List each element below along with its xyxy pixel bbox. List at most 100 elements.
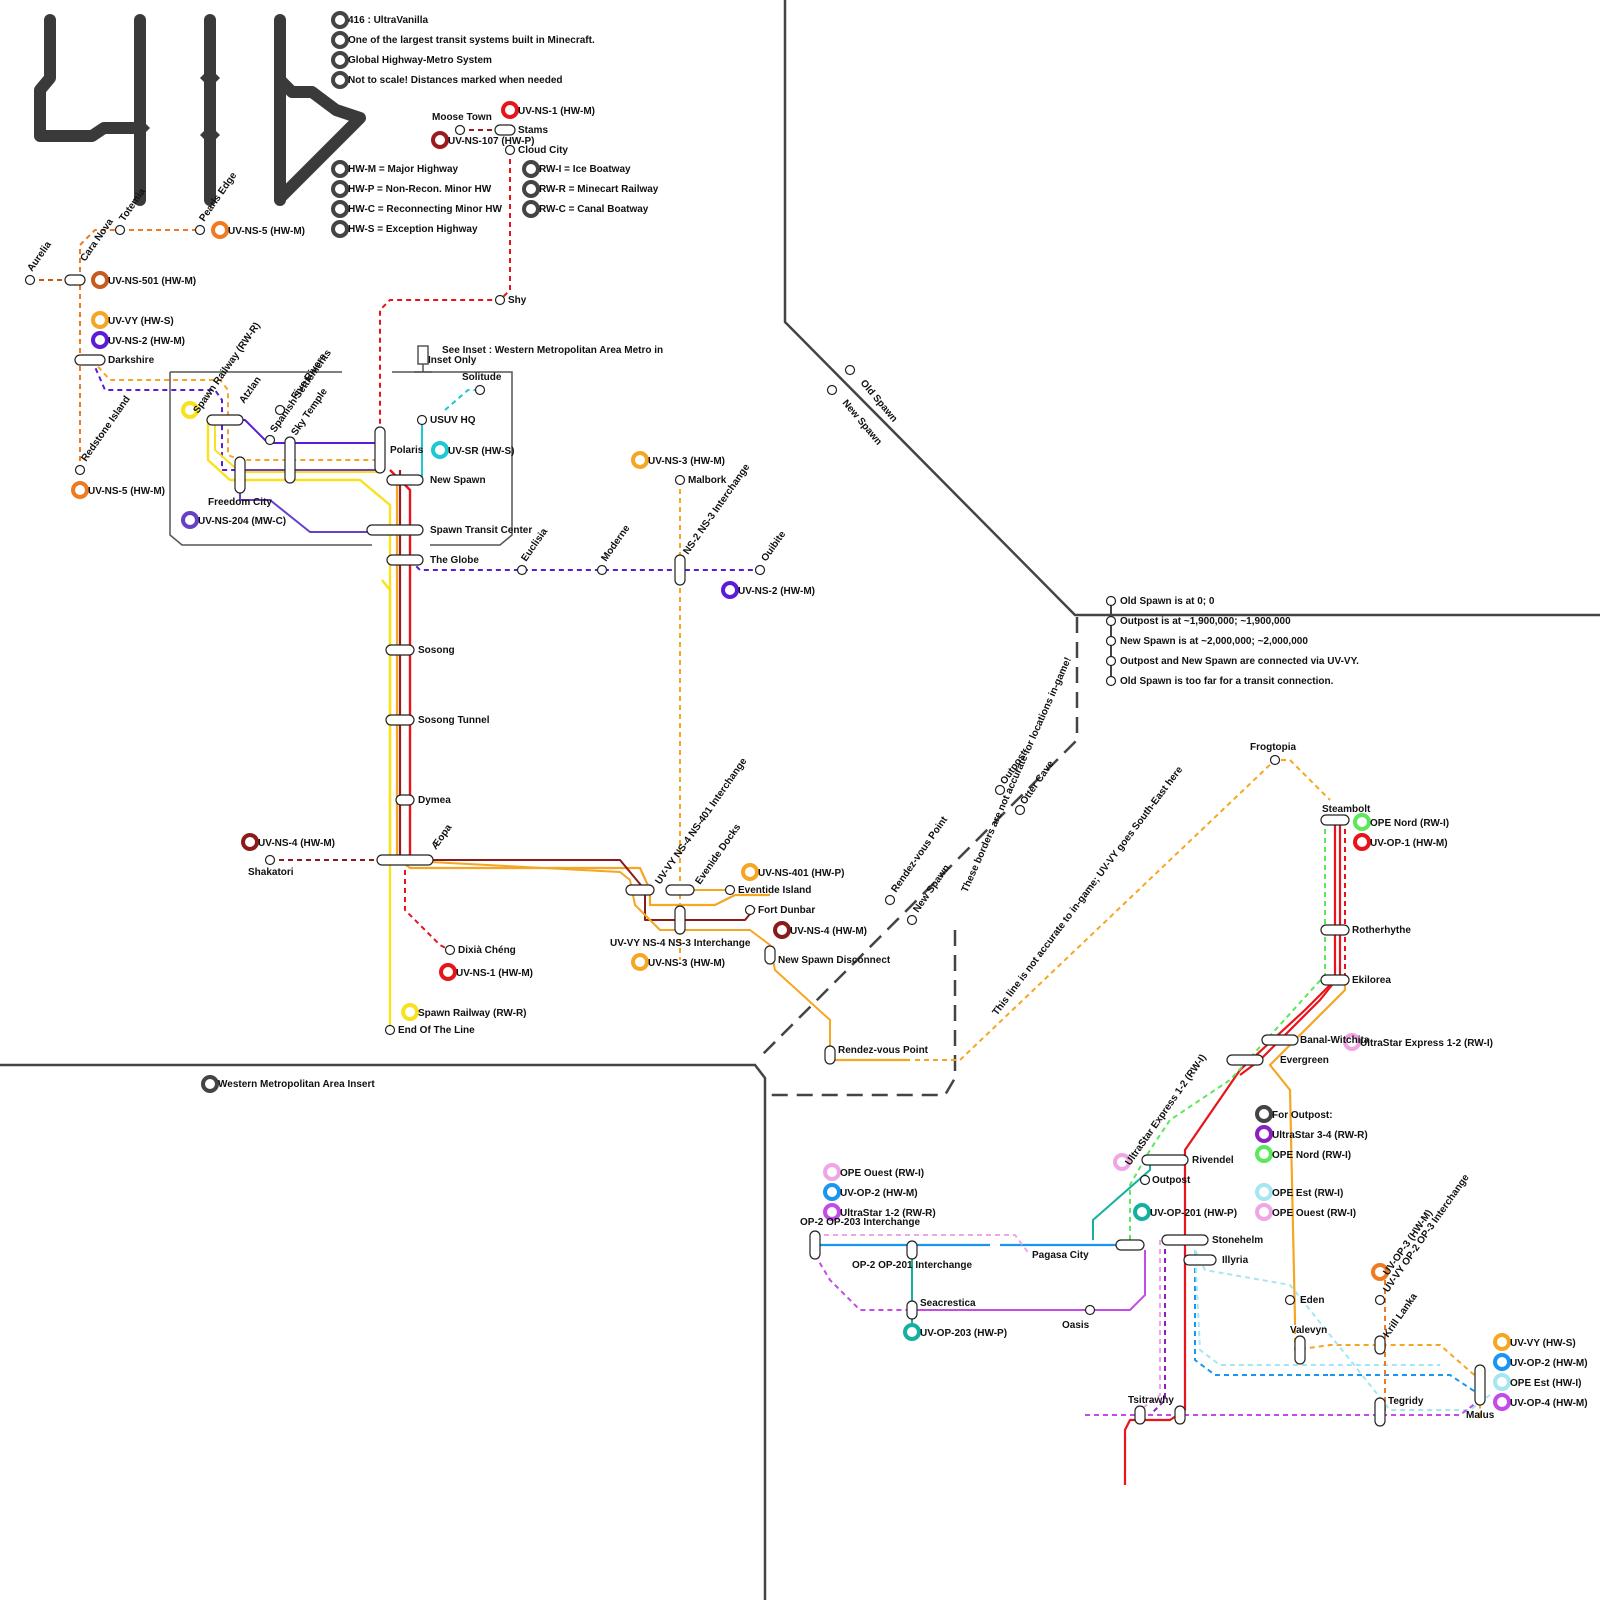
station-dot bbox=[196, 226, 205, 235]
station-pill bbox=[810, 1231, 820, 1259]
line-ope-est-b bbox=[1195, 1250, 1490, 1410]
note-bullet bbox=[333, 33, 347, 47]
route-marker bbox=[93, 273, 107, 287]
station-label: Totemia bbox=[117, 186, 148, 223]
route-marker bbox=[1135, 1205, 1149, 1219]
line-op2-east bbox=[1195, 1250, 1330, 1375]
station-dot bbox=[1376, 1296, 1385, 1305]
note-dot bbox=[1107, 677, 1116, 686]
station-dot bbox=[446, 946, 455, 955]
station-pill bbox=[1227, 1055, 1263, 1065]
route-marker bbox=[723, 583, 737, 597]
legend-bullet bbox=[333, 182, 347, 196]
route-marker-label: OPE Ouest (RW-I) bbox=[1272, 1208, 1356, 1219]
route-marker-label: UV-NS-3 (HW-M) bbox=[648, 456, 725, 467]
route-marker bbox=[1355, 815, 1369, 829]
station-dot bbox=[676, 476, 685, 485]
station-pill bbox=[65, 275, 85, 285]
station-pill bbox=[386, 645, 414, 655]
coordinate-note: Outpost and New Spawn are connected via … bbox=[1120, 656, 1359, 667]
route-marker-label: UV-NS-501 (HW-M) bbox=[108, 276, 196, 287]
station-label: Dixià Chéng bbox=[458, 945, 516, 956]
inset-label: Western Metropolitan Area Insert bbox=[218, 1079, 375, 1090]
route-marker bbox=[1355, 835, 1369, 849]
route-marker bbox=[93, 333, 107, 347]
route-marker bbox=[1495, 1395, 1509, 1409]
route-marker bbox=[825, 1185, 839, 1199]
station-label: Pearls Edge bbox=[197, 170, 239, 224]
station-pill bbox=[387, 555, 423, 565]
border-note: These borders are not accurate for locat… bbox=[960, 656, 1074, 895]
station-pill bbox=[386, 715, 414, 725]
station-label: Moderne bbox=[599, 523, 632, 564]
route-marker-label: UV-VY (HW-S) bbox=[1510, 1338, 1576, 1349]
line-railway-west bbox=[208, 420, 390, 1030]
station-label: Spawn Transit Center bbox=[430, 525, 532, 536]
line-ultrastar-exp bbox=[1140, 1240, 1160, 1410]
station-label: Eventide Island bbox=[738, 885, 811, 896]
route-marker-label: UltraStar 1-2 (RW-R) bbox=[840, 1208, 936, 1219]
station-pill bbox=[675, 555, 685, 585]
route-marker bbox=[633, 955, 647, 969]
title-note: Not to scale! Distances marked when need… bbox=[348, 75, 563, 86]
station-pill bbox=[396, 795, 414, 805]
route-marker-label: UV-NS-401 (HW-P) bbox=[758, 868, 844, 879]
station-dot bbox=[1286, 1296, 1295, 1305]
station-pill bbox=[367, 525, 423, 535]
station-dot bbox=[828, 386, 837, 395]
route-marker bbox=[633, 453, 647, 467]
route-marker-label: UV-NS-3 (HW-M) bbox=[648, 958, 725, 969]
legend-bullet bbox=[524, 182, 538, 196]
logo-416 bbox=[40, 20, 360, 200]
station-label: New Spawn bbox=[430, 475, 486, 486]
station-dot bbox=[518, 566, 527, 575]
station-pill bbox=[765, 946, 775, 964]
route-marker-label: UV-OP-2 (HW-M) bbox=[840, 1188, 918, 1199]
station-pill bbox=[825, 1046, 835, 1064]
note-dot bbox=[1107, 617, 1116, 626]
route-marker-label: UV-NS-1 (HW-M) bbox=[456, 968, 533, 979]
station-pill bbox=[1375, 1398, 1385, 1426]
route-marker-label: UV-NS-4 (HW-M) bbox=[790, 926, 867, 937]
station-label: Stams bbox=[518, 125, 548, 136]
station-pill bbox=[1475, 1365, 1485, 1405]
route-marker-label: OPE Est (RW-I) bbox=[1272, 1188, 1343, 1199]
station-dot bbox=[908, 916, 917, 925]
station-dot bbox=[116, 226, 125, 235]
station-pill bbox=[1162, 1235, 1208, 1245]
note-dot bbox=[1107, 637, 1116, 646]
coordinate-note: Old Spawn is at 0; 0 bbox=[1120, 596, 1215, 607]
route-marker-label: UV-NS-4 (HW-M) bbox=[258, 838, 335, 849]
route-marker-label: UltraStar Express 1-2 (RW-I) bbox=[1360, 1038, 1493, 1049]
line-vy bbox=[397, 480, 770, 905]
title-note: Global Highway-Metro System bbox=[348, 55, 492, 66]
station-dot bbox=[266, 436, 275, 445]
station-label: USUV HQ bbox=[430, 415, 476, 426]
line-vy-inset bbox=[92, 360, 380, 460]
route-marker-label: UV-NS-107 (HW-P) bbox=[448, 136, 534, 147]
route-marker-label: UV-OP-2 (HW-M) bbox=[1510, 1358, 1588, 1369]
route-marker bbox=[183, 513, 197, 527]
station-label: Fort Dunbar bbox=[758, 905, 815, 916]
route-marker-label: UV-SR (HW-S) bbox=[448, 446, 514, 457]
station-label: Seacrestica bbox=[920, 1298, 976, 1309]
route-marker bbox=[905, 1325, 919, 1339]
station-label: OP-2 OP-201 Interchange bbox=[852, 1260, 972, 1271]
station-dot bbox=[476, 386, 485, 395]
station-label: Valevyn bbox=[1290, 1325, 1327, 1336]
legend-bullet bbox=[524, 162, 538, 176]
station-label: Outpost bbox=[1152, 1175, 1191, 1186]
station-dot bbox=[1086, 1306, 1095, 1315]
route-marker bbox=[503, 103, 517, 117]
station-dot bbox=[886, 896, 895, 905]
station-pill bbox=[387, 475, 423, 485]
title-note: 416 : UltraVanilla bbox=[348, 15, 428, 26]
route-marker bbox=[1495, 1335, 1509, 1349]
for-outpost-marker bbox=[1257, 1107, 1271, 1121]
legend-highway: HW-P = Non-Recon. Minor HW bbox=[348, 184, 492, 195]
route-marker-label: UV-NS-2 (HW-M) bbox=[738, 586, 815, 597]
station-label: Evergreen bbox=[1280, 1055, 1329, 1066]
station-pill bbox=[495, 125, 515, 135]
